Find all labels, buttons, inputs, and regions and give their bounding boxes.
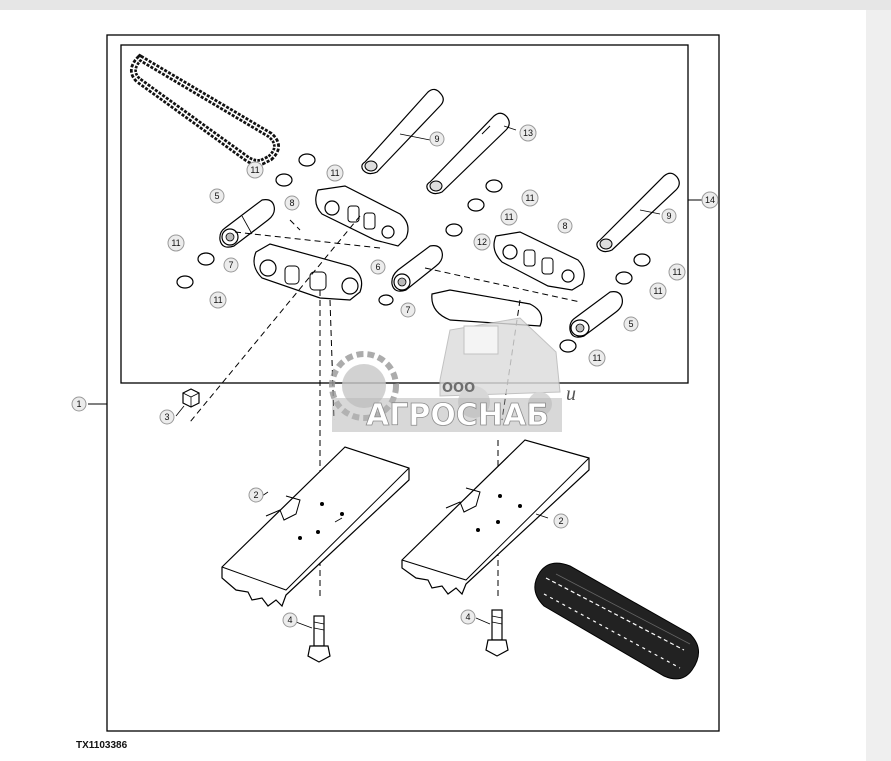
callout-4-right: 4 <box>460 609 476 625</box>
svg-text:11: 11 <box>250 165 259 175</box>
callout-12: 12 <box>473 233 491 251</box>
callout-11-h: 11 <box>649 282 667 300</box>
callout-9-left: 9 <box>429 131 445 147</box>
callout-11-d: 11 <box>209 291 227 309</box>
callout-11-c: 11 <box>167 234 185 252</box>
bushing-5-right <box>569 291 623 338</box>
svg-text:7: 7 <box>228 260 233 270</box>
callout-2-left: 2 <box>248 487 264 503</box>
callout-2-right: 2 <box>553 513 569 529</box>
svg-text:1: 1 <box>76 399 81 409</box>
svg-text:5: 5 <box>214 191 219 201</box>
callout-13: 13 <box>519 124 537 142</box>
callout-11-f: 11 <box>500 208 518 226</box>
svg-text:3: 3 <box>164 412 169 422</box>
svg-text:8: 8 <box>289 198 294 208</box>
callout-7-left: 7 <box>223 257 239 273</box>
callout-8-right: 8 <box>557 218 573 234</box>
svg-text:8: 8 <box>562 221 567 231</box>
pin-9-left <box>361 88 444 175</box>
callout-5-right: 5 <box>623 316 639 332</box>
callout-5-left: 5 <box>209 188 225 204</box>
svg-text:11: 11 <box>171 238 180 248</box>
callout-1: 1 <box>71 396 87 412</box>
svg-text:6: 6 <box>375 262 380 272</box>
callout-11-k: 11 <box>0 0 9 2</box>
svg-text:11: 11 <box>504 212 513 222</box>
callout-7-right: 7 <box>400 302 416 318</box>
callout-3: 3 <box>159 409 175 425</box>
callout-11-b: 11 <box>326 164 344 182</box>
svg-text:11: 11 <box>653 286 662 296</box>
svg-text:9: 9 <box>666 211 671 221</box>
outer-frame <box>106 34 720 732</box>
agrosnab-watermark <box>329 317 562 432</box>
inner-frame <box>120 44 689 384</box>
right-gutter <box>866 10 891 761</box>
watermark-small-text: ООО <box>442 381 475 396</box>
callout-11-a: 11 <box>246 161 264 179</box>
svg-text:12: 12 <box>477 237 487 247</box>
svg-text:4: 4 <box>465 612 470 622</box>
seals <box>176 153 651 353</box>
svg-text:11: 11 <box>213 295 222 305</box>
bolt-right <box>475 609 509 657</box>
link-7-left <box>253 243 363 301</box>
nut-3 <box>175 388 200 417</box>
svg-text:7: 7 <box>405 305 410 315</box>
track-shoe-left <box>221 446 410 608</box>
callout-4-left: 4 <box>282 612 298 628</box>
callout-11-e: 11 <box>521 189 539 207</box>
callout-14: 14 <box>701 191 719 209</box>
svg-text:2: 2 <box>253 490 258 500</box>
callout-6: 6 <box>370 259 386 275</box>
svg-text:11: 11 <box>592 353 601 363</box>
bushing-5-left <box>219 199 275 248</box>
pin-13 <box>426 112 517 195</box>
bolt-left <box>295 615 331 663</box>
svg-text:11: 11 <box>672 267 681 277</box>
rubber-track <box>534 562 699 680</box>
svg-text:11: 11 <box>330 168 339 178</box>
track-shoe-right <box>401 439 590 596</box>
callout-8-left: 8 <box>284 195 300 211</box>
pin-9-right <box>596 172 680 253</box>
svg-text:13: 13 <box>523 128 533 138</box>
svg-text:5: 5 <box>628 319 633 329</box>
svg-text:9: 9 <box>434 134 439 144</box>
svg-text:14: 14 <box>705 195 715 205</box>
svg-text:11: 11 <box>525 193 534 203</box>
callout-11-i: 11 <box>588 349 606 367</box>
watermark-brand-text: АГРОСНАБ <box>366 398 549 433</box>
bushing-6 <box>391 245 443 292</box>
callout-9-right: 9 <box>661 208 677 224</box>
link-7-right <box>431 289 543 327</box>
link-8-right <box>493 231 585 291</box>
callout-11-g: 11 <box>668 263 686 281</box>
top-bar <box>0 0 891 10</box>
figure-id: TX1103386 <box>76 740 128 751</box>
watermark-suffix-text: u <box>566 383 576 405</box>
link-8-left <box>315 185 409 247</box>
svg-text:4: 4 <box>287 615 292 625</box>
svg-text:2: 2 <box>558 516 563 526</box>
